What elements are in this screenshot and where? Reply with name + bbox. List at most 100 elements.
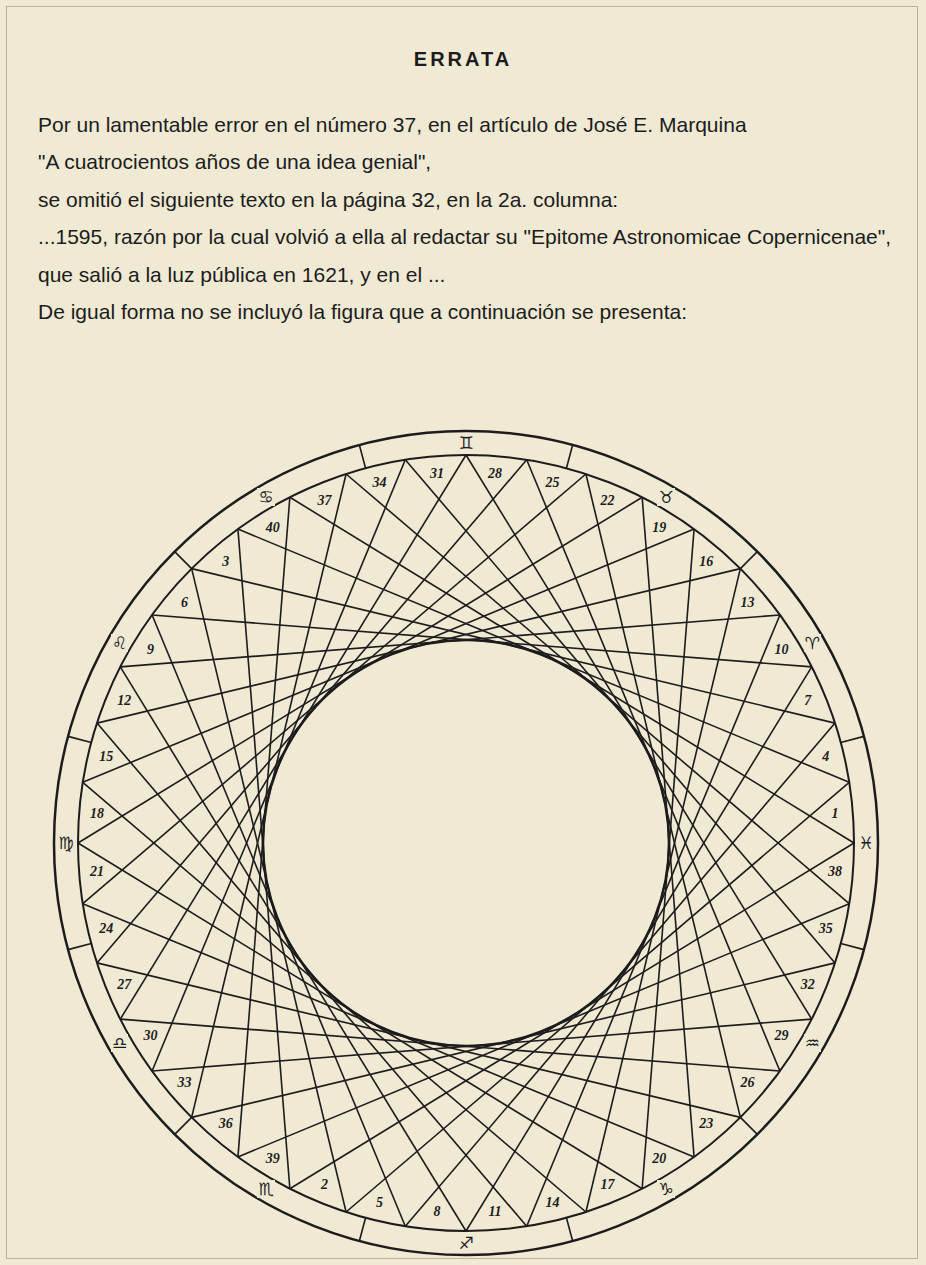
callout-number: 6 <box>180 596 189 610</box>
callout-number: 19 <box>651 521 667 535</box>
zodiac-sign: ♈ <box>804 634 821 652</box>
chord-line <box>238 497 290 1157</box>
callout-number: 36 <box>218 1117 234 1131</box>
ring-divider <box>359 445 365 468</box>
chord-line <box>152 615 405 1226</box>
chord-line <box>97 963 740 1117</box>
callout-number: 17 <box>600 1178 616 1192</box>
chord-line <box>586 569 740 1212</box>
callout-number: 1 <box>830 807 839 821</box>
ring-circle <box>78 455 854 1231</box>
chord-line <box>120 1019 780 1071</box>
chord-line <box>83 904 694 1157</box>
chord-line <box>527 615 780 1226</box>
chord-lines <box>78 455 854 1231</box>
callout-number: 12 <box>116 694 132 708</box>
chord-line <box>120 615 780 667</box>
ring-divider <box>175 1117 192 1134</box>
ring-divider <box>841 736 864 742</box>
callout-number: 10 <box>774 643 790 657</box>
callout-number: 23 <box>698 1117 714 1131</box>
callout-number: 11 <box>487 1205 502 1219</box>
body-text: De igual forma no se incluyó la figura q… <box>38 293 898 331</box>
callout-number: 34 <box>372 476 388 490</box>
zodiac-sign: ♏ <box>257 1180 274 1198</box>
zodiac-sign: ♉ <box>657 488 674 506</box>
body-text: se omitió el siguiente texto en la págin… <box>38 181 898 219</box>
callout-number: 22 <box>600 494 616 508</box>
chord-line <box>78 497 642 843</box>
ring-divider <box>566 1218 572 1241</box>
chord-line <box>78 843 642 1189</box>
chord-line <box>238 904 849 1157</box>
ring-divider <box>566 445 572 468</box>
ring-dividers <box>68 445 864 1241</box>
chord-line <box>192 569 835 723</box>
chord-line <box>192 963 835 1117</box>
callout-number: 39 <box>265 1152 281 1166</box>
callout-number: 9 <box>146 643 155 657</box>
zodiac-sign: ♐ <box>457 1234 474 1252</box>
callout-number: 4 <box>821 750 830 764</box>
chord-line <box>97 460 527 963</box>
chord-line <box>642 529 694 1189</box>
callout-number: 25 <box>544 476 560 490</box>
zodiac-sign: ♎ <box>111 1034 128 1052</box>
callout-number: 37 <box>316 494 332 508</box>
chord-line <box>97 723 527 1226</box>
callout-number: 7 <box>803 694 812 708</box>
chord-line <box>120 667 466 1231</box>
chord-line <box>405 723 835 1226</box>
zodiac-sign: ♓ <box>857 834 874 852</box>
chord-line <box>346 474 849 904</box>
chord-line <box>97 569 740 723</box>
chord-line <box>642 497 694 1157</box>
inner-circle <box>263 640 669 1046</box>
chord-line <box>120 455 466 1019</box>
chord-line <box>192 569 346 1212</box>
chord-line <box>290 497 854 843</box>
callout-number: 8 <box>433 1205 442 1219</box>
chord-line <box>83 529 694 782</box>
chord-line <box>346 782 849 1212</box>
chord-line <box>405 460 835 963</box>
zodiac-sign: ♒ <box>804 1034 821 1052</box>
chord-line <box>238 529 290 1189</box>
heading: ERRATA <box>0 48 926 71</box>
chord-line <box>152 460 405 1071</box>
callout-number: 40 <box>265 521 281 535</box>
callout-number: 18 <box>89 807 105 821</box>
callout-number: 33 <box>177 1076 193 1090</box>
chord-line <box>290 843 854 1189</box>
ring-divider <box>740 552 757 569</box>
callout-number: 32 <box>800 978 816 992</box>
zodiac-sign: ♋ <box>257 488 274 506</box>
callout-number: 2 <box>320 1178 329 1192</box>
callout-number: 14 <box>544 1196 560 1210</box>
callout-number: 35 <box>818 922 834 936</box>
ring-divider <box>740 1117 757 1134</box>
chord-line <box>83 474 586 904</box>
callout-number: 24 <box>98 922 114 936</box>
callout-number: 5 <box>375 1196 384 1210</box>
chord-line <box>152 1019 812 1071</box>
callout-number: 3 <box>221 555 230 569</box>
callout-number: 20 <box>651 1152 667 1166</box>
callout-number: 38 <box>827 865 843 879</box>
callout-number: 27 <box>116 978 132 992</box>
outer-circle <box>54 431 878 1255</box>
callout-number: 31 <box>429 467 445 481</box>
chord-line <box>83 782 586 1212</box>
ring-divider <box>175 552 192 569</box>
chord-line <box>192 474 346 1117</box>
ring-divider <box>359 1218 365 1241</box>
callout-number: 30 <box>143 1029 159 1043</box>
chord-line <box>586 474 740 1117</box>
zodiac-sign: ♌ <box>111 634 128 652</box>
chord-line <box>152 615 812 667</box>
callout-number: 26 <box>739 1076 755 1090</box>
callout-number: 21 <box>89 865 105 879</box>
zodiac-sign: ♍ <box>57 834 74 852</box>
ring-divider <box>68 736 91 742</box>
ring-divider <box>841 943 864 949</box>
